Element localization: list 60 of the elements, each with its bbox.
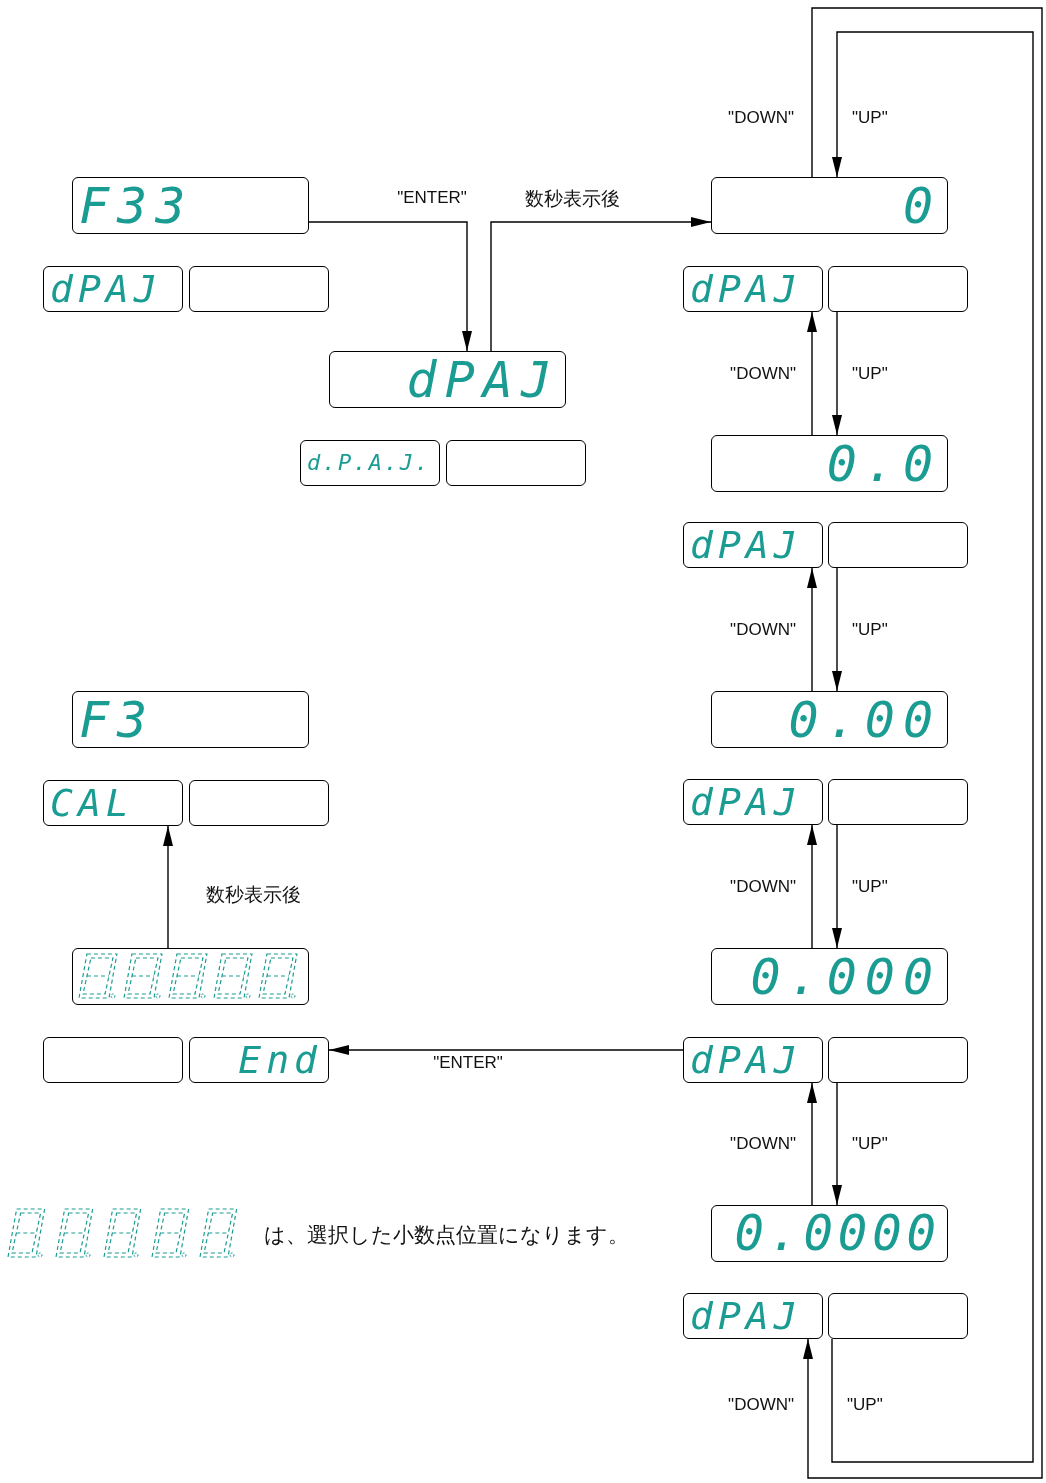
arrow: [163, 825, 173, 949]
display-readout: dPAJ: [406, 354, 559, 405]
display-box: [683, 1037, 823, 1083]
edge-label: 数秒表示後: [204, 882, 303, 906]
display-box: [828, 522, 968, 568]
display-box: [446, 440, 586, 486]
display-box: [43, 1037, 183, 1083]
display-box: [683, 522, 823, 568]
arrow: [807, 567, 817, 692]
display-readout: dPAJ: [690, 526, 802, 564]
display-box: [711, 1205, 948, 1262]
display-box: [711, 177, 948, 234]
arrow: [807, 824, 817, 949]
display-readout: 0: [902, 180, 941, 231]
display-box: [828, 1293, 968, 1339]
display-box: [189, 780, 329, 826]
display-readout: 0.0: [826, 438, 941, 489]
display-readout: 0.0000: [734, 1209, 941, 1258]
edge-label: 数秒表示後: [522, 186, 622, 210]
display-readout: dPAJ: [690, 270, 802, 308]
display-box: [300, 440, 440, 486]
display-box: [683, 779, 823, 825]
display-box: [683, 266, 823, 312]
display-box: [329, 351, 566, 408]
display-readout: F3: [79, 694, 156, 745]
display-readout: dPAJ: [690, 1297, 802, 1335]
arrow: [832, 824, 842, 949]
display-readout: 0.00: [788, 694, 941, 745]
display-box: [711, 691, 948, 748]
arrow: [832, 567, 842, 692]
arrow: [832, 1082, 842, 1206]
display-readout: dPAJ: [690, 783, 802, 821]
display-box: [828, 779, 968, 825]
display-box: [72, 691, 309, 748]
display-box: [711, 435, 948, 492]
display-readout: dPAJ: [690, 1041, 802, 1079]
display-readout: F33: [79, 180, 194, 231]
arrow: [328, 1045, 684, 1055]
display-box: [683, 1293, 823, 1339]
arrow: [807, 1082, 817, 1206]
display-readout: CAL: [50, 784, 134, 822]
display-box: [828, 266, 968, 312]
display-box: [72, 177, 309, 234]
display-readout: dPAJ: [50, 270, 162, 308]
display-readout: End: [238, 1041, 322, 1079]
arrow: [832, 311, 842, 436]
arrow: [831, 31, 1034, 1463]
arrow: [490, 217, 712, 352]
display-box: [72, 948, 309, 1005]
display-box: [189, 1037, 329, 1083]
arrow: [803, 7, 1043, 1479]
display-box: [828, 1037, 968, 1083]
display-readout: d.P.A.J.: [307, 452, 431, 474]
arrow: [308, 221, 472, 352]
display-box: [189, 266, 329, 312]
display-box: [711, 948, 948, 1005]
display-readout: 0.000: [750, 951, 941, 1002]
display-box: [43, 780, 183, 826]
display-box: [43, 266, 183, 312]
arrow: [807, 311, 817, 436]
